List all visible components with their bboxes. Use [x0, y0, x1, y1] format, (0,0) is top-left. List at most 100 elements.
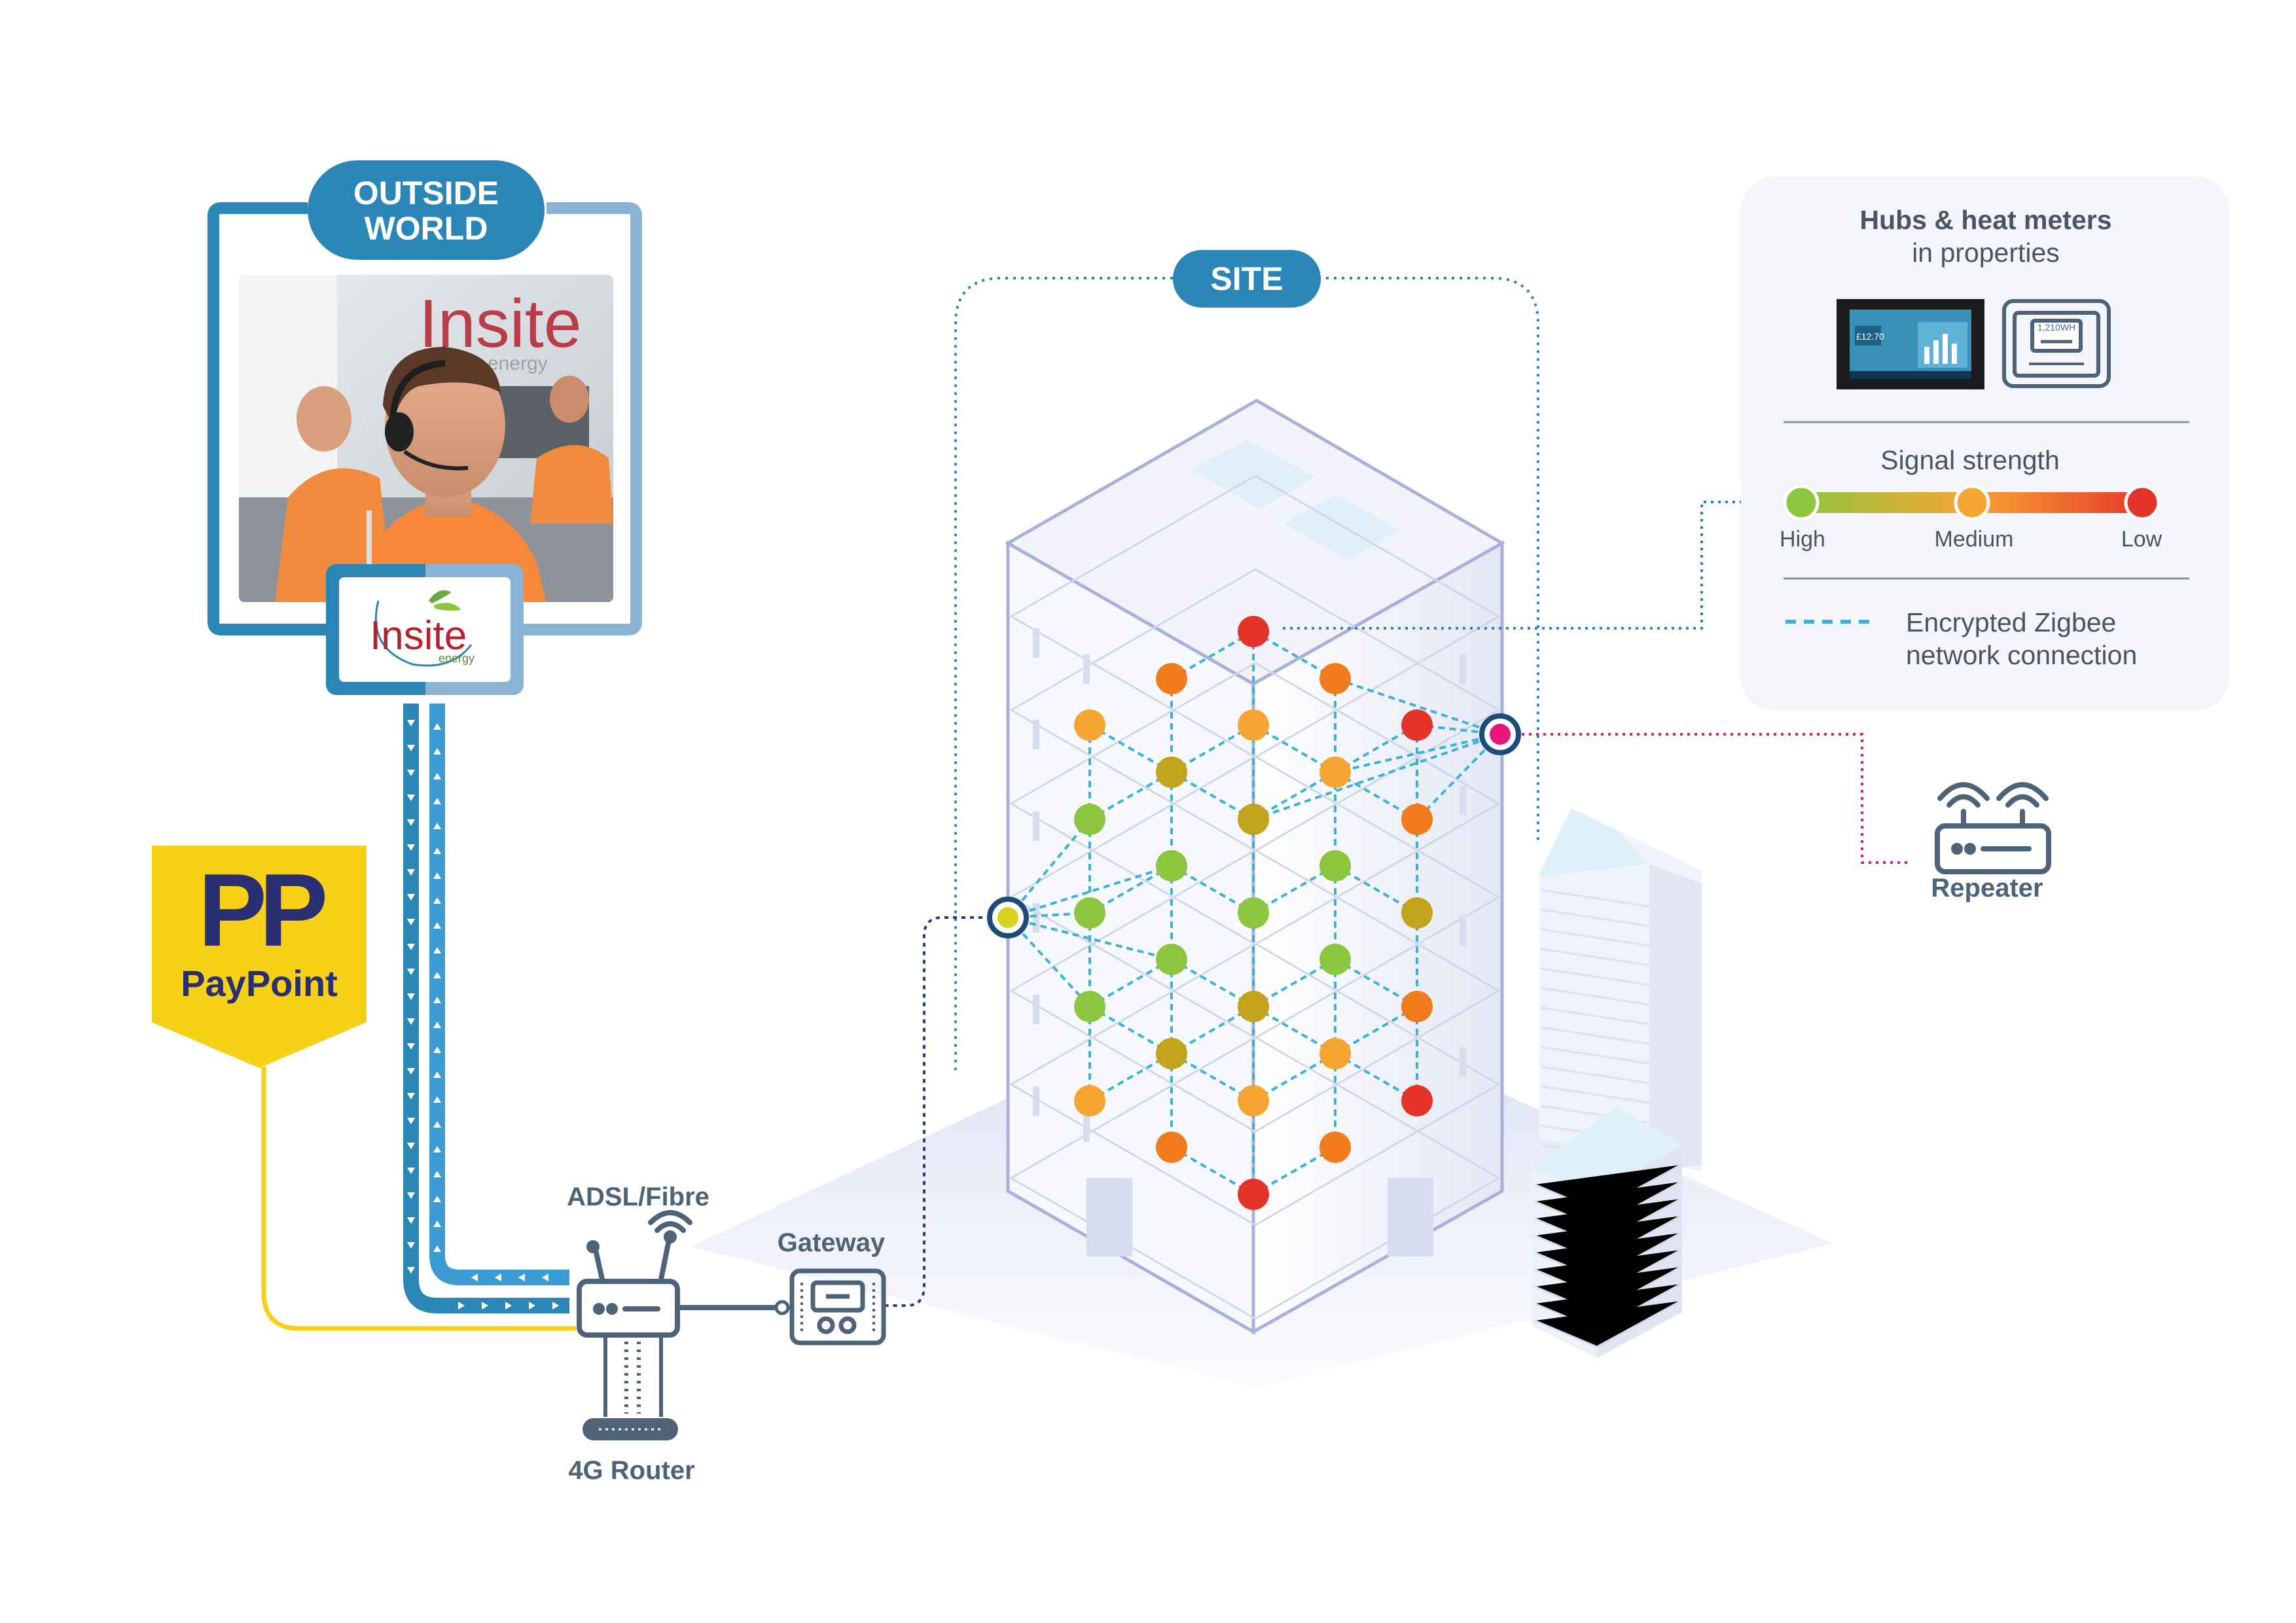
- up-arrow: [433, 1022, 441, 1028]
- right-arrow: [552, 1302, 559, 1310]
- left-arrow: [542, 1274, 548, 1281]
- down-arrow: [407, 1043, 415, 1050]
- down-arrow: [407, 1217, 415, 1224]
- site-frame: [954, 277, 1539, 1070]
- legend-subtitle: in properties: [1912, 238, 2060, 268]
- meter-node: [1238, 1179, 1269, 1210]
- mesh-link: [1089, 958, 1172, 1008]
- gateway-mesh-link: [1007, 916, 1172, 961]
- gateway-mesh-link: [1007, 916, 1091, 1008]
- paypoint-mark: PP: [198, 853, 325, 968]
- up-arrow: [433, 773, 441, 779]
- down-arrow: [407, 770, 415, 776]
- insite-uplink: [429, 704, 569, 1285]
- tower-stripe: [1541, 908, 1650, 927]
- repeater-node: [1479, 713, 1521, 755]
- adsl-router-icon: [577, 1210, 692, 1338]
- window: [1033, 720, 1039, 749]
- legend-link: [1283, 501, 1784, 630]
- meter-node: [1156, 757, 1187, 788]
- paypoint-label: PayPoint: [181, 963, 338, 1004]
- tower-stripe: [1541, 1065, 1650, 1084]
- up-arrow: [433, 1196, 441, 1202]
- tower-stripe: [1541, 1026, 1650, 1045]
- floor-outlines: [1009, 474, 1501, 1320]
- mesh-link: [1335, 1052, 1418, 1102]
- repeater-mesh-link: [1335, 733, 1501, 774]
- meter-node: [1401, 991, 1433, 1022]
- meter-node: [1319, 663, 1351, 694]
- gateway-mesh-link: [1007, 865, 1172, 919]
- repeater-link: [1500, 733, 1908, 864]
- right-arrow: [458, 1302, 465, 1310]
- outside-world-badge: [308, 160, 545, 260]
- meter-node: [1238, 616, 1269, 647]
- meter-node: [1238, 991, 1269, 1022]
- mesh-link: [1335, 865, 1418, 914]
- meter-node: [1401, 897, 1433, 929]
- insite-logo-word: Insite: [370, 613, 467, 658]
- signal-strength-title: Signal strength: [1880, 445, 2060, 475]
- tower-stripe: [1541, 987, 1650, 1006]
- down-arrow: [407, 919, 415, 925]
- window: [1460, 916, 1466, 946]
- down-arrow: [407, 720, 415, 726]
- down-arrow: [407, 819, 415, 826]
- building-windows: [1033, 628, 1466, 1257]
- up-arrow: [433, 1121, 441, 1128]
- block-stripe: [1534, 1300, 1681, 1348]
- mesh-link: [1171, 1005, 1254, 1055]
- meter-node: [1074, 709, 1105, 741]
- window: [1083, 654, 1090, 684]
- meter-node: [1156, 1132, 1187, 1163]
- up-arrow: [433, 1171, 441, 1177]
- up-arrow: [433, 847, 441, 854]
- down-arrow: [407, 944, 415, 950]
- signal-high-label: High: [1780, 527, 1825, 552]
- heat-meter-icon: 1,210WH: [2002, 299, 2111, 388]
- down-arrow: [407, 1168, 415, 1174]
- repeater-mesh-link: [1253, 733, 1501, 821]
- mesh-link: [1253, 771, 1336, 821]
- 4g-router-icon: [583, 1336, 678, 1440]
- up-arrow: [433, 997, 441, 1003]
- 4g-router-label: 4G Router: [568, 1456, 694, 1485]
- mesh-link: [1089, 1005, 1172, 1055]
- left-arrow: [495, 1274, 501, 1281]
- repeater-icon: [1935, 782, 2051, 874]
- repeater-mesh-link: [1416, 733, 1501, 821]
- zigbee-legend-line1: Encrypted Zigbee: [1906, 607, 2116, 637]
- mesh-link: [1335, 1005, 1418, 1055]
- mesh-link: [1089, 1052, 1172, 1102]
- down-arrow: [407, 1267, 415, 1274]
- down-arrow: [407, 1118, 415, 1124]
- window: [1460, 1047, 1466, 1077]
- outside-world-frame-right: [517, 202, 642, 635]
- up-arrow: [433, 897, 441, 904]
- gateway-link: [884, 916, 1008, 1307]
- mesh-link: [1253, 958, 1336, 1008]
- meter-node: [1319, 757, 1351, 788]
- mesh-link: [1253, 630, 1336, 680]
- paypoint-logo: PP PayPoint: [152, 846, 367, 1068]
- mesh-link: [1253, 1052, 1336, 1102]
- call-centre-photo: Insite energy: [239, 275, 613, 602]
- outside-world-label-2: WORLD: [365, 210, 488, 247]
- down-arrow: [407, 1068, 415, 1075]
- legend-panel: Hubs & heat meters in properties £12.70 …: [1741, 177, 2229, 710]
- meter-node: [1156, 663, 1187, 694]
- up-arrow: [433, 748, 441, 755]
- mesh-link: [1171, 865, 1254, 914]
- down-arrow: [407, 969, 415, 975]
- tower-stripe: [1541, 1085, 1650, 1104]
- window: [1460, 654, 1466, 684]
- window: [1033, 1086, 1039, 1116]
- insite-downlink: [403, 704, 569, 1313]
- meter-node: [1074, 804, 1105, 835]
- left-arrow: [518, 1274, 525, 1281]
- down-arrow: [407, 1143, 415, 1149]
- meter-node: [1319, 1038, 1351, 1069]
- window: [1460, 785, 1466, 815]
- down-arrow: [407, 894, 415, 901]
- signal-strength-scale: [1783, 484, 2161, 521]
